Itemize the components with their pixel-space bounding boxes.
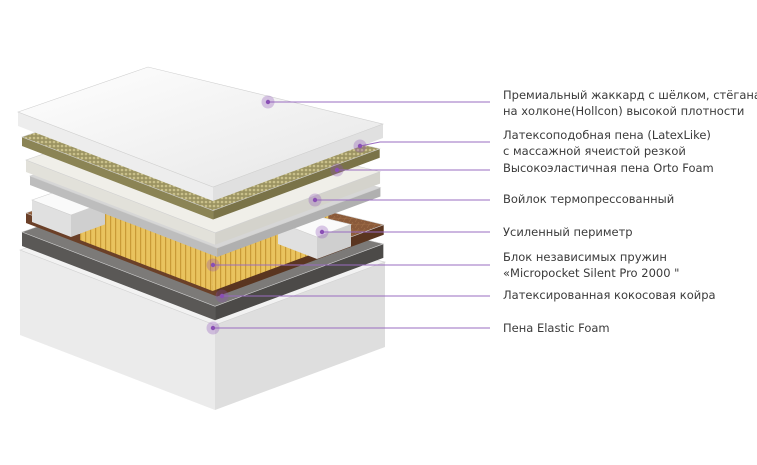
layer-label-quilt: Премиальный жаккард с шёлком, стёганая на…: [503, 87, 757, 119]
layer-label-line: Латексированная кокосовая койра: [503, 288, 716, 302]
layer-label-line: Войлок термопрессованный: [503, 192, 675, 206]
callout-line-latex: [359, 141, 490, 147]
callout-dot-orto-foam: [334, 167, 340, 173]
layer-label-felt: Войлок термопрессованный: [503, 191, 674, 207]
callout-dot-latex: [357, 143, 363, 149]
quilt-layer-top: [17, 66, 385, 188]
quilt-layer-right-side: [213, 124, 383, 201]
layer-label-line: Усиленный периметр: [503, 225, 633, 239]
orto-foam-layer-front-side: [26, 160, 216, 245]
callout-dot-perimeter: [319, 229, 325, 235]
latex-layer-front-side: [22, 137, 214, 220]
perimeter-left-right-side: [71, 202, 105, 237]
base-cover-right-side: [215, 262, 385, 410]
layer-label-line: с массажной ячеистой резкой: [503, 144, 686, 158]
layer-label-coir: Латексированная кокосовая койра: [503, 287, 716, 303]
layer-label-line: Пена Elastic Foam: [503, 321, 610, 335]
layer-label-springs: Блок независимых пружин «Micropocket Sile…: [503, 249, 679, 281]
callout-dot-springs: [210, 262, 216, 268]
layer-label-line: Блок независимых пружин: [503, 250, 667, 264]
perimeter-right-front-side: [278, 222, 317, 259]
layer-label-latex: Латексоподобная пена (LatexLike) с массаж…: [503, 127, 711, 159]
elastic-foam-layer-front-side: [22, 232, 216, 321]
callout-dot-coir: [219, 293, 225, 299]
layer-label-line: «Micropocket Silent Pro 2000 ": [503, 266, 680, 280]
layer-label-orto-foam: Высокоэластичная пена Orto Foam: [503, 160, 714, 176]
felt-layer-front-side: [30, 176, 218, 257]
base-cover-front-side: [20, 250, 215, 410]
felt-layer-right-side: [217, 187, 381, 257]
orto-foam-layer-right-side: [215, 171, 381, 245]
layer-label-line: Латексоподобная пена (LatexLike): [503, 128, 711, 142]
elastic-foam-layer-right-side: [215, 243, 384, 321]
callout-dot-felt: [312, 197, 318, 203]
latex-layer-right-side: [213, 148, 380, 220]
perimeter-left-front-side: [32, 200, 71, 237]
quilt-layer-front-side: [18, 112, 213, 201]
perimeter-right-right-side: [317, 224, 351, 259]
layer-label-line: на холконе(Hollcon) высокой плотности: [503, 104, 745, 118]
layer-label-line: Высокоэластичная пена Orto Foam: [503, 161, 714, 175]
layer-label-line: Премиальный жаккард с шёлком, стёганая: [503, 88, 757, 102]
layer-label-perimeter: Усиленный периметр: [503, 224, 633, 240]
callout-dot-quilt: [265, 99, 271, 105]
callout-dot-elastic-foam: [210, 325, 216, 331]
layer-label-elastic-foam: Пена Elastic Foam: [503, 320, 610, 336]
spring-block-front-side: [80, 198, 213, 291]
